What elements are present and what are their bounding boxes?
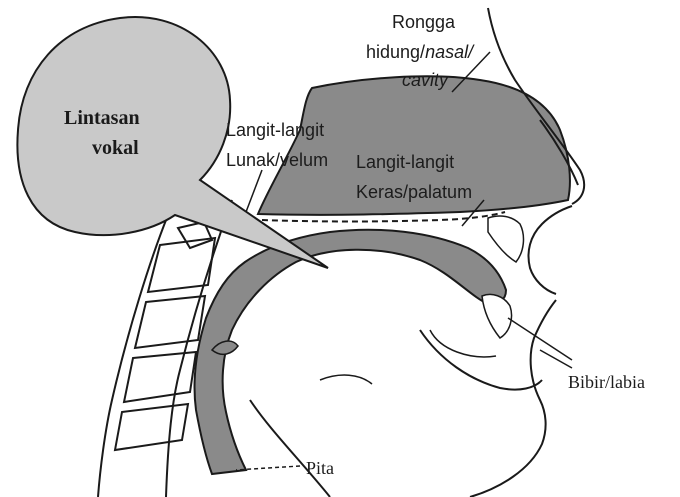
jaw-line	[420, 330, 542, 390]
upper-lip	[529, 206, 573, 294]
hyoid	[320, 375, 372, 384]
lower-teeth	[482, 294, 512, 338]
soft-palate-label-line1: Langit-langit	[226, 120, 324, 140]
bubble-label-line2: vokal	[92, 137, 139, 159]
leader-lips-lower	[540, 350, 572, 368]
nasal-label-line3: cavity	[402, 70, 449, 90]
leader-velum	[246, 170, 262, 212]
vocal-tract	[194, 230, 506, 474]
vocal-cords-label: Pita	[306, 458, 334, 478]
hard-palate-label-line1: Langit-langit	[356, 152, 454, 172]
nasal-label-line2-italic: nasal/	[425, 42, 475, 62]
lips-label: Bibir/labia	[568, 372, 645, 392]
hard-palate-label-line2: Keras/palatum	[356, 182, 472, 202]
nasal-label-line1: Rongga	[392, 12, 456, 32]
vertebra-3	[124, 352, 196, 402]
soft-palate-label-line2: Lunak/velum	[226, 150, 328, 170]
upper-teeth	[488, 216, 523, 262]
speech-bubble	[17, 17, 328, 268]
vertebra-2	[135, 296, 205, 348]
bubble-label-line1: Lintasan	[64, 107, 140, 129]
nasal-label-line2: hidung/nasal/	[366, 42, 475, 62]
nasal-label-line2-plain: hidung/	[366, 42, 425, 62]
lower-face	[470, 300, 556, 497]
vertebra-4	[115, 404, 188, 450]
neck-front	[250, 400, 330, 497]
